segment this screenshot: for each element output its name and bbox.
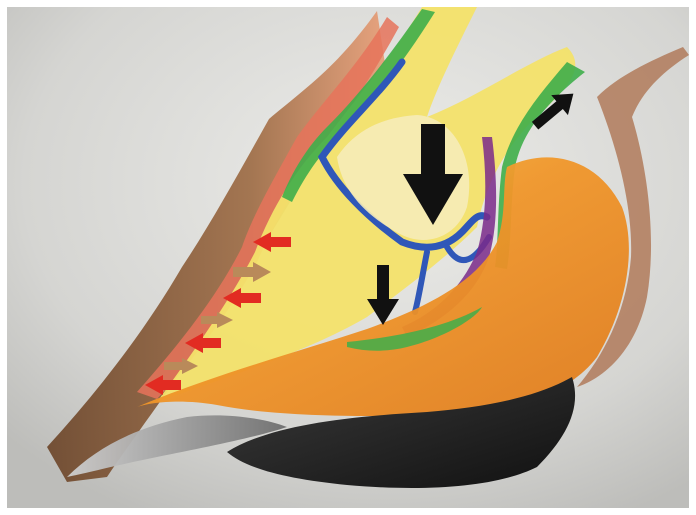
drawing-paper (7, 7, 689, 508)
anatomical-drawing (7, 7, 689, 508)
